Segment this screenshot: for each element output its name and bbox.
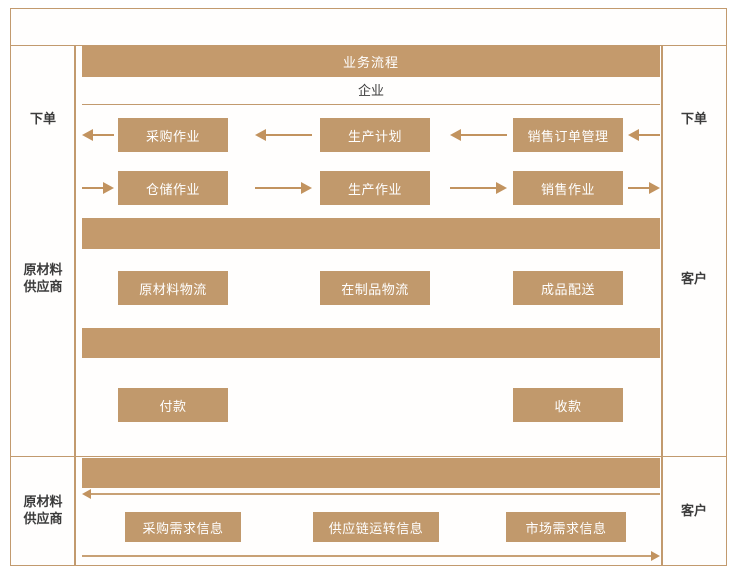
arrow-shaft (82, 187, 103, 189)
outer-top-strip (10, 8, 727, 46)
arrow-shaft (82, 555, 651, 557)
logistics-band (82, 219, 660, 249)
process-box-production-plan[interactable]: 生产计划 (320, 118, 430, 152)
process-box-label: 销售订单管理 (527, 128, 609, 144)
left-label-supplier: 原材料 供应商 (12, 258, 74, 300)
left-supplier-line2: 供应商 (23, 279, 63, 294)
right-customer-text: 客户 (680, 270, 707, 286)
logistics-box-wip[interactable]: 在制品物流 (320, 271, 430, 305)
right-label-order: 下单 (663, 108, 725, 130)
left-column-divider-bottom (74, 456, 76, 566)
funds-box-payment[interactable]: 付款 (118, 388, 228, 422)
process-box-sales-order-mgmt[interactable]: 销售订单管理 (513, 118, 623, 152)
right-customer-bottom-text: 客户 (680, 502, 707, 518)
funds-box-receipt[interactable]: 收款 (513, 388, 623, 422)
arrow-shaft (91, 493, 660, 495)
arrow-right-information-flow (82, 551, 660, 561)
information-band (82, 458, 660, 488)
process-box-purchasing[interactable]: 采购作业 (118, 118, 228, 152)
arrow-shaft (639, 134, 660, 136)
information-box-label: 采购需求信息 (142, 520, 224, 536)
arrow-left-information-flow (82, 489, 660, 499)
arrowhead-left-icon (82, 129, 93, 141)
process-box-label: 销售作业 (540, 181, 595, 197)
right-column-divider-bottom (661, 456, 663, 566)
arrow-left-customer-to-sales (628, 129, 660, 141)
information-box-label: 市场需求信息 (525, 520, 607, 536)
funds-box-label: 付款 (159, 398, 187, 414)
funds-box-label: 收款 (554, 398, 582, 414)
arrow-shaft (93, 134, 114, 136)
logistics-box-raw-material[interactable]: 原材料物流 (118, 271, 228, 305)
left-supplier-bottom-line2: 供应商 (23, 511, 63, 526)
logistics-box-label: 成品配送 (540, 281, 595, 297)
arrow-shaft (255, 187, 301, 189)
funds-band (82, 328, 660, 358)
process-box-warehousing[interactable]: 仓储作业 (118, 171, 228, 205)
logistics-box-finished-goods[interactable]: 成品配送 (513, 271, 623, 305)
right-label-customer-bottom: 客户 (663, 500, 725, 522)
right-order-text: 下单 (680, 110, 707, 126)
information-box-supply-chain-ops[interactable]: 供应链运转信息 (313, 512, 439, 542)
arrow-shaft (450, 187, 496, 189)
enterprise-label-wrap: 企业 (82, 77, 660, 105)
diagram-title: 业务流程 (342, 55, 399, 70)
left-supplier-bottom-line1: 原材料 (23, 494, 63, 510)
arrow-left-purchasing-to-supplier (82, 129, 114, 141)
left-label-supplier-bottom: 原材料 供应商 (12, 490, 74, 532)
arrow-left-sales-to-plan (450, 129, 507, 141)
right-label-customer: 客户 (663, 268, 725, 290)
arrowhead-left-icon (255, 129, 266, 141)
process-box-label: 采购作业 (145, 128, 200, 144)
enterprise-label: 企业 (357, 82, 384, 98)
arrow-shaft (266, 134, 312, 136)
process-box-label: 生产计划 (347, 128, 402, 144)
enterprise-row (82, 77, 660, 105)
information-box-label: 供应链运转信息 (328, 520, 424, 536)
logistics-box-label: 在制品物流 (341, 281, 409, 297)
logistics-box-label: 原材料物流 (139, 281, 207, 297)
diagram-title-band: 业务流程 (82, 46, 660, 77)
arrow-right-sales-to-customer (628, 182, 660, 194)
arrowhead-right-icon (301, 182, 312, 194)
left-supplier-line1: 原材料 (23, 262, 63, 278)
arrowhead-right-icon (651, 551, 660, 561)
arrow-shaft (628, 187, 649, 189)
arrow-left-plan-to-purchasing (255, 129, 312, 141)
right-column-divider-main (661, 45, 663, 457)
arrowhead-left-icon (450, 129, 461, 141)
process-box-label: 仓储作业 (145, 181, 200, 197)
process-box-label: 生产作业 (347, 181, 402, 197)
arrow-right-supplier-to-warehousing (82, 182, 114, 194)
arrowhead-right-icon (103, 182, 114, 194)
arrowhead-left-icon (628, 129, 639, 141)
left-order-text: 下单 (29, 110, 56, 126)
information-box-purchase-demand[interactable]: 采购需求信息 (125, 512, 241, 542)
arrowhead-left-icon (82, 489, 91, 499)
arrow-shaft (461, 134, 507, 136)
arrowhead-right-icon (649, 182, 660, 194)
left-column-divider-main (74, 45, 76, 457)
arrowhead-right-icon (496, 182, 507, 194)
business-flow-bottom-border (82, 218, 660, 220)
process-box-sales-ops[interactable]: 销售作业 (513, 171, 623, 205)
process-box-production-ops[interactable]: 生产作业 (320, 171, 430, 205)
arrow-right-production-to-sales (450, 182, 507, 194)
information-box-market-demand[interactable]: 市场需求信息 (506, 512, 626, 542)
left-label-order: 下单 (12, 108, 74, 130)
arrow-right-warehousing-to-production (255, 182, 312, 194)
